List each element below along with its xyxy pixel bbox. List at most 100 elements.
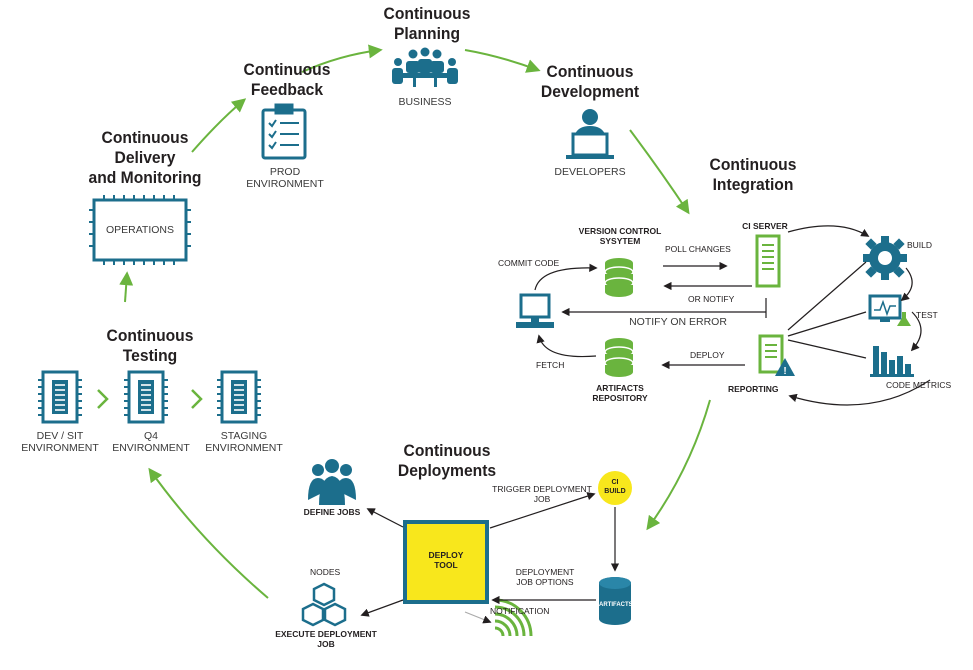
deploy-tool-line: DEPLOY	[428, 550, 464, 560]
code-metrics-label: CODE METRICS	[886, 380, 952, 390]
phase-title-delivery: Continuous Delivery and Monitoring	[80, 128, 211, 188]
notify-on-error-label: NOTIFY ON ERROR	[629, 316, 727, 328]
env-chevrons	[97, 389, 203, 409]
prod-env-line: ENVIRONMENT	[246, 178, 324, 190]
workstation-icon	[516, 293, 554, 328]
q4-line: ENVIRONMENT	[112, 442, 190, 454]
artifacts-repository-line: REPOSITORY	[592, 393, 648, 403]
version-control-label: VERSION CONTROL SYSYTEM	[570, 226, 670, 246]
q4-chip-icon	[122, 370, 170, 424]
poll-changes-label: POLL CHANGES	[665, 244, 731, 254]
staging-line: STAGING	[220, 430, 268, 442]
ci-arrows	[534, 225, 931, 406]
execute-deployment-line: EXECUTE DEPLOYMENT	[275, 629, 377, 639]
test-label: TEST	[916, 310, 938, 320]
test-monitor-icon	[868, 294, 911, 326]
build-gear-icon	[863, 236, 907, 280]
notification-label: NOTIFICATION	[490, 606, 550, 616]
developers-label: DEVELOPERS	[554, 166, 626, 178]
ci-server-icon	[755, 234, 781, 288]
fetch-label: FETCH	[536, 360, 565, 370]
phase-title-line: Continuous	[709, 155, 797, 174]
version-control-line: SYSYTEM	[599, 236, 641, 246]
define-jobs-label: DEFINE JOBS	[303, 507, 361, 517]
dev-sit-line: DEV / SIT	[36, 430, 84, 442]
phase-title-line: Continuous	[106, 326, 194, 345]
prod-env-label: PROD ENVIRONMENT	[230, 166, 340, 190]
phase-title-line: Planning	[393, 24, 461, 43]
staging-line: ENVIRONMENT	[205, 442, 283, 454]
phase-title-line: Integration	[712, 175, 794, 194]
reporting-label: REPORTING	[728, 384, 779, 394]
deploy-tool-box	[403, 520, 489, 604]
ci-build-line: CI	[611, 479, 619, 486]
phase-title-line: Continuous	[546, 62, 634, 81]
prod-env-line: PROD	[269, 166, 301, 178]
phase-title-line: Feedback	[250, 80, 324, 99]
business-icon	[392, 47, 458, 87]
notification-waves-icon	[494, 598, 533, 637]
execute-deployment-label: EXECUTE DEPLOYMENT JOB	[266, 629, 386, 649]
svg-text:!: !	[783, 366, 786, 377]
phase-title-testing: Continuous Testing	[99, 326, 200, 366]
execute-deployment-line: JOB	[317, 639, 335, 649]
business-label: BUSINESS	[398, 96, 452, 108]
phase-title-line: Continuous	[403, 441, 491, 460]
trigger-deployment-line: TRIGGER DEPLOYMENT	[492, 484, 592, 494]
phase-title-line: Deployments	[397, 461, 497, 480]
phase-title-planning: Continuous Planning	[381, 4, 473, 44]
q4-line: Q4	[143, 430, 158, 442]
phase-title-line: and Monitoring	[88, 168, 202, 187]
deployment-job-options-label: DEPLOYMENT JOB OPTIONS	[505, 567, 585, 587]
artifacts-cylinder	[599, 577, 631, 625]
dev-sit-chip-icon	[36, 370, 84, 424]
ci-build-line: BUILD	[604, 488, 626, 495]
artifacts-repository-line: ARTIFACTS	[596, 383, 644, 393]
define-jobs-icon	[308, 459, 356, 505]
trigger-deployment-label: TRIGGER DEPLOYMENT JOB	[492, 484, 592, 504]
deploy-label: DEPLOY	[690, 350, 725, 360]
phase-title-feedback: Continuous Feedback	[236, 60, 337, 100]
deploy-arrows	[360, 492, 620, 624]
phase-title-deployments: Continuous Deployments	[391, 441, 503, 481]
staging-label: STAGING ENVIRONMENT	[194, 430, 294, 454]
trigger-deployment-line: JOB	[533, 494, 551, 504]
deploy-tool-label: DEPLOY TOOL	[407, 550, 485, 570]
ci-server-label: CI SERVER	[742, 221, 788, 231]
nodes-cubes-icon	[301, 582, 347, 627]
version-control-line: VERSION CONTROL	[578, 226, 662, 236]
phase-title-development: Continuous Development	[535, 62, 645, 102]
version-control-db-icon	[604, 257, 634, 298]
operations-label: OPERATIONS	[105, 224, 175, 236]
build-label: BUILD	[907, 240, 933, 250]
artifacts-label: ARTIFACTS	[599, 602, 633, 608]
nodes-label: NODES	[310, 567, 341, 577]
checklist-icon	[261, 103, 307, 160]
developer-icon	[566, 109, 614, 159]
commit-code-label: COMMIT CODE	[498, 258, 560, 268]
ci-build-label: CI BUILD	[600, 478, 630, 496]
phase-title-integration: Continuous Integration	[701, 155, 806, 195]
phase-title-line: Continuous	[243, 60, 331, 79]
deployment-job-options-line: JOB OPTIONS	[516, 577, 574, 587]
q4-label: Q4 ENVIRONMENT	[101, 430, 201, 454]
staging-chip-icon	[215, 370, 263, 424]
reporting-icon: !	[758, 334, 795, 377]
ci-build-circle	[598, 471, 632, 505]
phase-title-line: Continuous	[383, 4, 471, 23]
phase-title-line: Continuous	[101, 128, 189, 147]
or-notify-label: OR NOTIFY	[688, 294, 735, 304]
artifacts-repository-label: ARTIFACTS REPOSITORY	[575, 383, 665, 403]
deploy-tool-line: TOOL	[434, 560, 458, 570]
operations-chip	[89, 195, 191, 265]
phase-title-line: Delivery	[114, 148, 176, 167]
phase-title-line: Development	[540, 82, 640, 101]
dev-sit-line: ENVIRONMENT	[21, 442, 99, 454]
artifacts-db-icon	[604, 337, 634, 378]
deployment-job-options-line: DEPLOYMENT	[515, 567, 575, 577]
cycle-arrows	[119, 44, 711, 599]
phase-title-line: Testing	[122, 346, 178, 365]
code-metrics-icon	[870, 346, 914, 377]
dev-sit-label: DEV / SIT ENVIRONMENT	[10, 430, 110, 454]
